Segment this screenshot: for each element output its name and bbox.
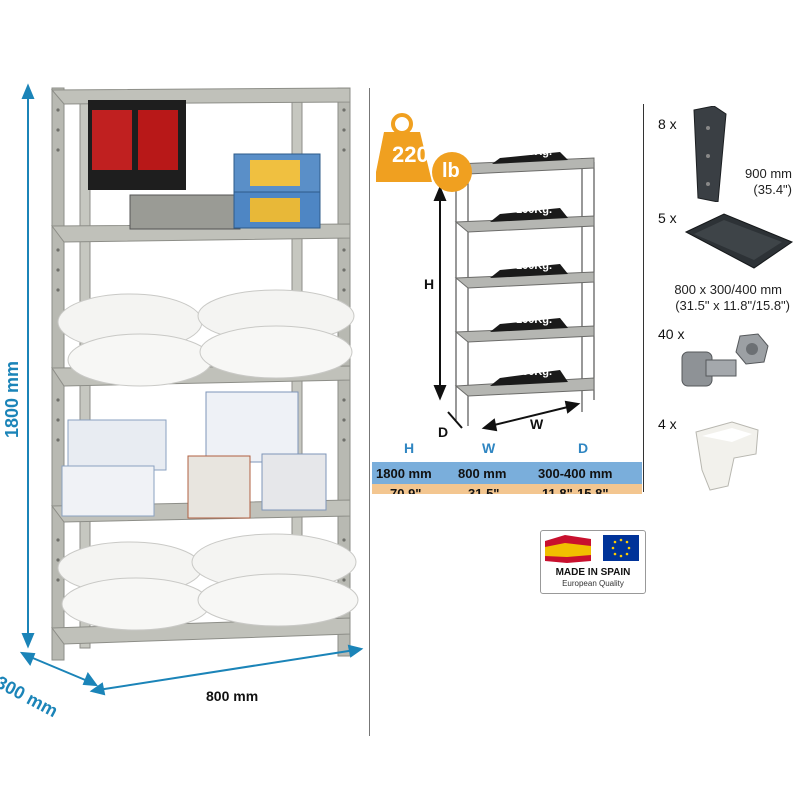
table-cell-h-imperial: 70.9" [390,486,422,494]
table-row-imperial [372,484,642,494]
dimensions-table: H W D 1800 mm 800 mm 300-400 mm 70.9" 31… [372,436,642,494]
part-qty-uprights: 8 x [658,116,677,132]
table-cell-d-imperial: 11.8"-15.8" [542,486,609,494]
weight-icon [374,113,472,192]
load-unit: lb [442,160,460,182]
right-divider [643,104,644,492]
load-diagram [372,100,644,460]
weight-label-1: 100Kg. [516,146,553,158]
load-diagram-illustration [433,152,595,432]
part-qty-shelves: 5 x [658,210,677,226]
foot-cap-icon [692,420,762,497]
shelf-photo [0,0,370,800]
made-in-spain-subtitle: European Quality [562,579,624,588]
table-cell-h: 1800 mm [376,466,432,481]
weight-label-2: 100Kg. [516,204,553,216]
made-in-spain-title: MADE IN SPAIN [555,567,631,578]
spain-flag-icon [545,535,639,563]
width-dimension-label: 800 mm [206,688,259,704]
shelf-unit-illustration [19,83,364,696]
part-qty-feet: 4 x [658,416,677,432]
part-spec-uprights-1: 900 mm [745,166,792,181]
weight-label-3: 100Kg. [516,260,553,272]
weight-label-5: 100Kg. [516,366,553,378]
table-cell-w-imperial: 31.5" [468,486,500,494]
diagram-h-label: H [424,276,435,292]
load-value: 220 [392,142,429,167]
table-cell-w: 800 mm [458,466,507,481]
made-in-spain-badge: MADE IN SPAIN European Quality [540,530,646,594]
table-cell-d: 300-400 mm [538,466,613,481]
part-qty-bolts: 40 x [658,326,685,342]
weight-label-4: 100Kg. [516,314,553,326]
left-divider [369,88,370,736]
part-spec-uprights-2: (35.4") [753,182,792,197]
diagram-d-label: D [438,424,449,440]
shelf-panel-icon [684,212,794,277]
load-capacity-badge [374,112,480,202]
table-row-metric [372,462,642,484]
bolt-nut-icon [676,330,770,399]
diagram-w-label: W [530,416,544,432]
table-header-h: H [404,440,415,456]
part-spec-shelves-2: (31.5" x 11.8"/15.8") [675,298,790,313]
table-header-w: W [482,440,496,456]
upright-post-icon [690,105,730,207]
table-header-d: D [578,440,589,456]
height-dimension-label: 1800 mm [2,360,22,438]
part-spec-shelves-1: 800 x 300/400 mm [674,282,782,297]
